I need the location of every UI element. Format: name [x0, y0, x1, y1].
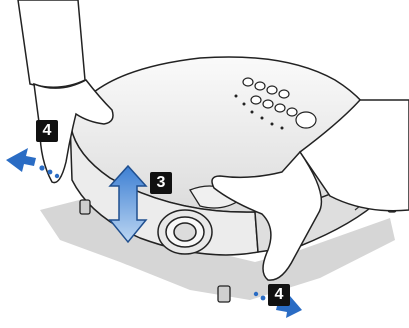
- step-number: 3: [157, 172, 166, 194]
- left-sleeve: [18, 0, 85, 87]
- step-number: 4: [43, 120, 52, 142]
- step-badge-move-right: 4: [268, 284, 290, 306]
- step-number: 4: [275, 284, 284, 306]
- lens: [158, 210, 212, 254]
- step-badge-move-left: 4: [36, 120, 58, 142]
- step-badge-lift: 3: [150, 172, 172, 194]
